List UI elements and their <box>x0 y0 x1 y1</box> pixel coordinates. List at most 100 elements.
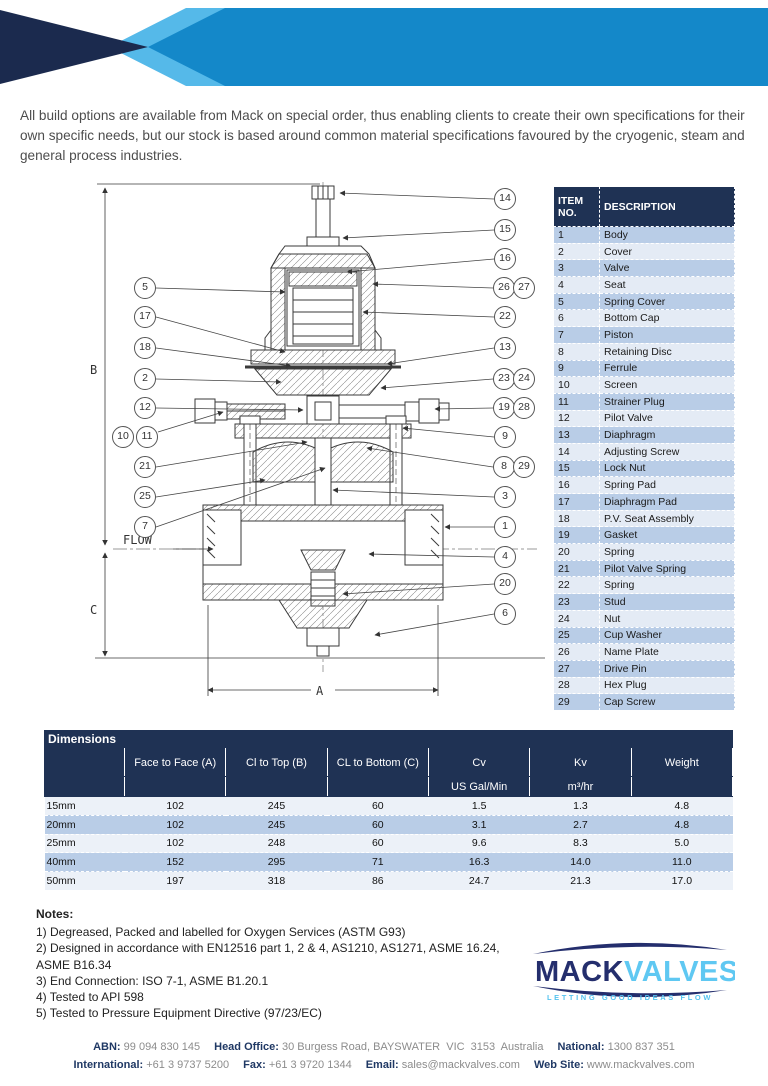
part-itemno-cell: 28 <box>553 676 600 695</box>
dimensions-title: Dimensions <box>44 730 733 748</box>
part-description-cell: Cup Washer <box>599 626 735 645</box>
dims-value-cell: 245 <box>225 796 328 816</box>
callout-19: 19 <box>493 397 515 419</box>
dims-value-cell: 245 <box>225 815 328 835</box>
notes-section: Notes: 1) Degreased, Packed and labelled… <box>36 906 514 1021</box>
part-description-cell: Hex Plug <box>599 676 735 695</box>
note-item: 4) Tested to API 598 <box>36 990 144 1005</box>
dims-size-cell: 20mm <box>44 815 125 835</box>
logo-top-swoosh <box>533 942 727 954</box>
part-itemno-cell: 15 <box>553 459 600 478</box>
dims-value-cell: 60 <box>327 815 429 835</box>
dims-value-cell: 2.7 <box>529 815 632 835</box>
part-description-cell: Adjusting Screw <box>599 442 735 461</box>
part-description-cell: Lock Nut <box>599 459 735 478</box>
callout-23: 23 <box>493 368 515 390</box>
dimensions-section: Dimensions Face to Face (A)Cl to Top (B)… <box>44 730 734 891</box>
dims-value-cell: 24.7 <box>428 871 530 891</box>
part-itemno-cell: 6 <box>553 309 600 328</box>
dims-unit-cell: US Gal/Min <box>427 776 531 797</box>
callout-8: 8 <box>493 456 515 478</box>
dims-value-cell: 5.0 <box>631 834 733 854</box>
dims-value-cell: 17.0 <box>631 871 733 891</box>
dims-value-cell: 60 <box>327 834 429 854</box>
callout-12: 12 <box>134 397 156 419</box>
callout-24: 24 <box>513 368 535 390</box>
part-description-cell: Diaphragm Pad <box>599 493 735 511</box>
callout-1: 1 <box>494 516 516 538</box>
dims-value-cell: 8.3 <box>529 834 632 854</box>
dim-a-label: A <box>316 684 324 698</box>
part-description-cell: Bottom Cap <box>599 309 735 328</box>
dim-b-label: B <box>90 363 97 377</box>
part-itemno-cell: 23 <box>553 593 600 611</box>
part-itemno-cell: 8 <box>553 342 600 361</box>
footer-label: International: <box>73 1059 147 1071</box>
footer-value: 30 Burgess Road, BAYSWATER VIC 3153 Aust… <box>281 1041 544 1053</box>
footer-value: sales@mackvalves.com <box>401 1059 520 1071</box>
callout-21: 21 <box>134 456 156 478</box>
footer-label: National: <box>557 1041 608 1053</box>
part-itemno-cell: 11 <box>553 392 600 411</box>
banner-navy-triangle <box>0 10 148 84</box>
callout-25: 25 <box>134 486 156 508</box>
callout-15: 15 <box>494 219 516 241</box>
part-itemno-cell: 25 <box>553 626 600 645</box>
callout-18: 18 <box>134 337 156 359</box>
dims-value-cell: 102 <box>124 834 226 854</box>
notes-list: 1) Degreased, Packed and labelled for Ox… <box>36 924 514 1021</box>
callout-22: 22 <box>494 306 516 328</box>
dims-value-cell: 21.3 <box>529 871 632 891</box>
part-itemno-cell: 19 <box>553 526 600 545</box>
footer-value: 1300 837 351 <box>607 1041 675 1053</box>
valve-drawing: B C A FLOW <box>90 182 545 698</box>
logo-word-valves: VALVES <box>624 956 735 988</box>
dims-size-cell: 25mm <box>44 834 125 854</box>
callout-2: 2 <box>134 368 156 390</box>
parts-header-itemno: ITEM NO. <box>553 186 600 227</box>
banner-graphic <box>0 8 768 86</box>
part-description-cell: Spring Cover <box>599 292 735 311</box>
footer-label: Fax: <box>243 1059 269 1071</box>
dims-unit-cell <box>123 776 227 797</box>
dims-value-cell: 197 <box>124 871 226 891</box>
callout-6: 6 <box>494 603 516 625</box>
part-itemno-cell: 22 <box>553 576 600 595</box>
note-item: 3) End Connection: ISO 7-1, ASME B1.20.1 <box>36 973 269 988</box>
dims-column-header: Cv <box>427 748 531 777</box>
callout-11: 11 <box>136 426 158 448</box>
dims-column-header: CL to Bottom (C) <box>326 748 429 777</box>
dims-column-header: Weight <box>630 748 734 777</box>
part-description-cell: Spring Pad <box>599 476 735 494</box>
dims-value-cell: 295 <box>225 852 328 873</box>
part-description-cell: Ferrule <box>599 359 735 378</box>
callout-5: 5 <box>134 277 156 299</box>
callout-10: 10 <box>112 426 134 448</box>
dims-value-cell: 318 <box>225 871 328 891</box>
part-description-cell: Gasket <box>599 526 735 545</box>
callout-27: 27 <box>513 277 535 299</box>
callout-29: 29 <box>513 456 535 478</box>
dims-column-header <box>44 748 125 777</box>
